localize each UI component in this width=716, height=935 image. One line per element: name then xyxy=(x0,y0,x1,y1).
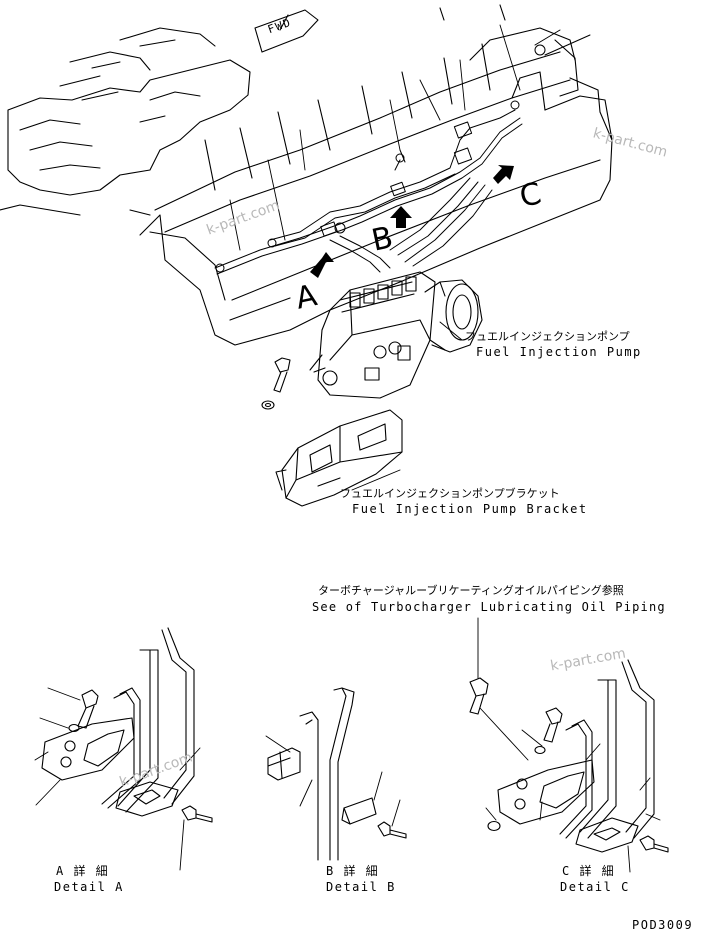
bracket-label-en: Fuel Injection Pump Bracket xyxy=(352,502,588,516)
callout-arrows xyxy=(310,165,514,278)
bracket-label-jp: フュエルインジェクションポンプブラケット xyxy=(340,487,560,500)
detail-b-label-en: Detail B xyxy=(326,880,396,894)
fwd-direction-tag xyxy=(255,10,318,52)
detail-c-leaders xyxy=(478,618,660,872)
detail-c-drawing xyxy=(470,660,668,852)
fuel-injection-pump-bracket xyxy=(276,410,402,506)
engine-block xyxy=(0,5,612,345)
pump-bolt xyxy=(262,358,290,409)
detail-b-leaders xyxy=(266,736,400,826)
turbo-ref-label-en: See of Turbocharger Lubricating Oil Pipi… xyxy=(312,600,666,614)
turbo-ref-label-jp: ターボチャージャルーブリケーティングオイルパイピング参照 xyxy=(318,584,624,597)
drawing-number: POD3009 xyxy=(632,918,694,932)
fuel-injection-pump xyxy=(310,272,482,398)
pump-label-en: Fuel Injection Pump xyxy=(476,345,642,359)
detail-a-leaders xyxy=(35,688,200,870)
detail-a-label-jp: A 詳 細 xyxy=(56,864,110,878)
detail-a-drawing xyxy=(42,628,212,822)
detail-c-label-jp: C 詳 細 xyxy=(562,864,616,878)
detail-a-label-en: Detail A xyxy=(54,880,124,894)
pump-label-jp: フュエルインジェクションポンプ xyxy=(465,330,630,343)
detail-b-label-jp: B 詳 細 xyxy=(326,864,380,878)
detail-b-drawing xyxy=(268,688,406,860)
fuel-injection-pipes xyxy=(215,30,590,274)
detail-c-label-en: Detail C xyxy=(560,880,630,894)
leader-lines-upper xyxy=(230,25,520,490)
